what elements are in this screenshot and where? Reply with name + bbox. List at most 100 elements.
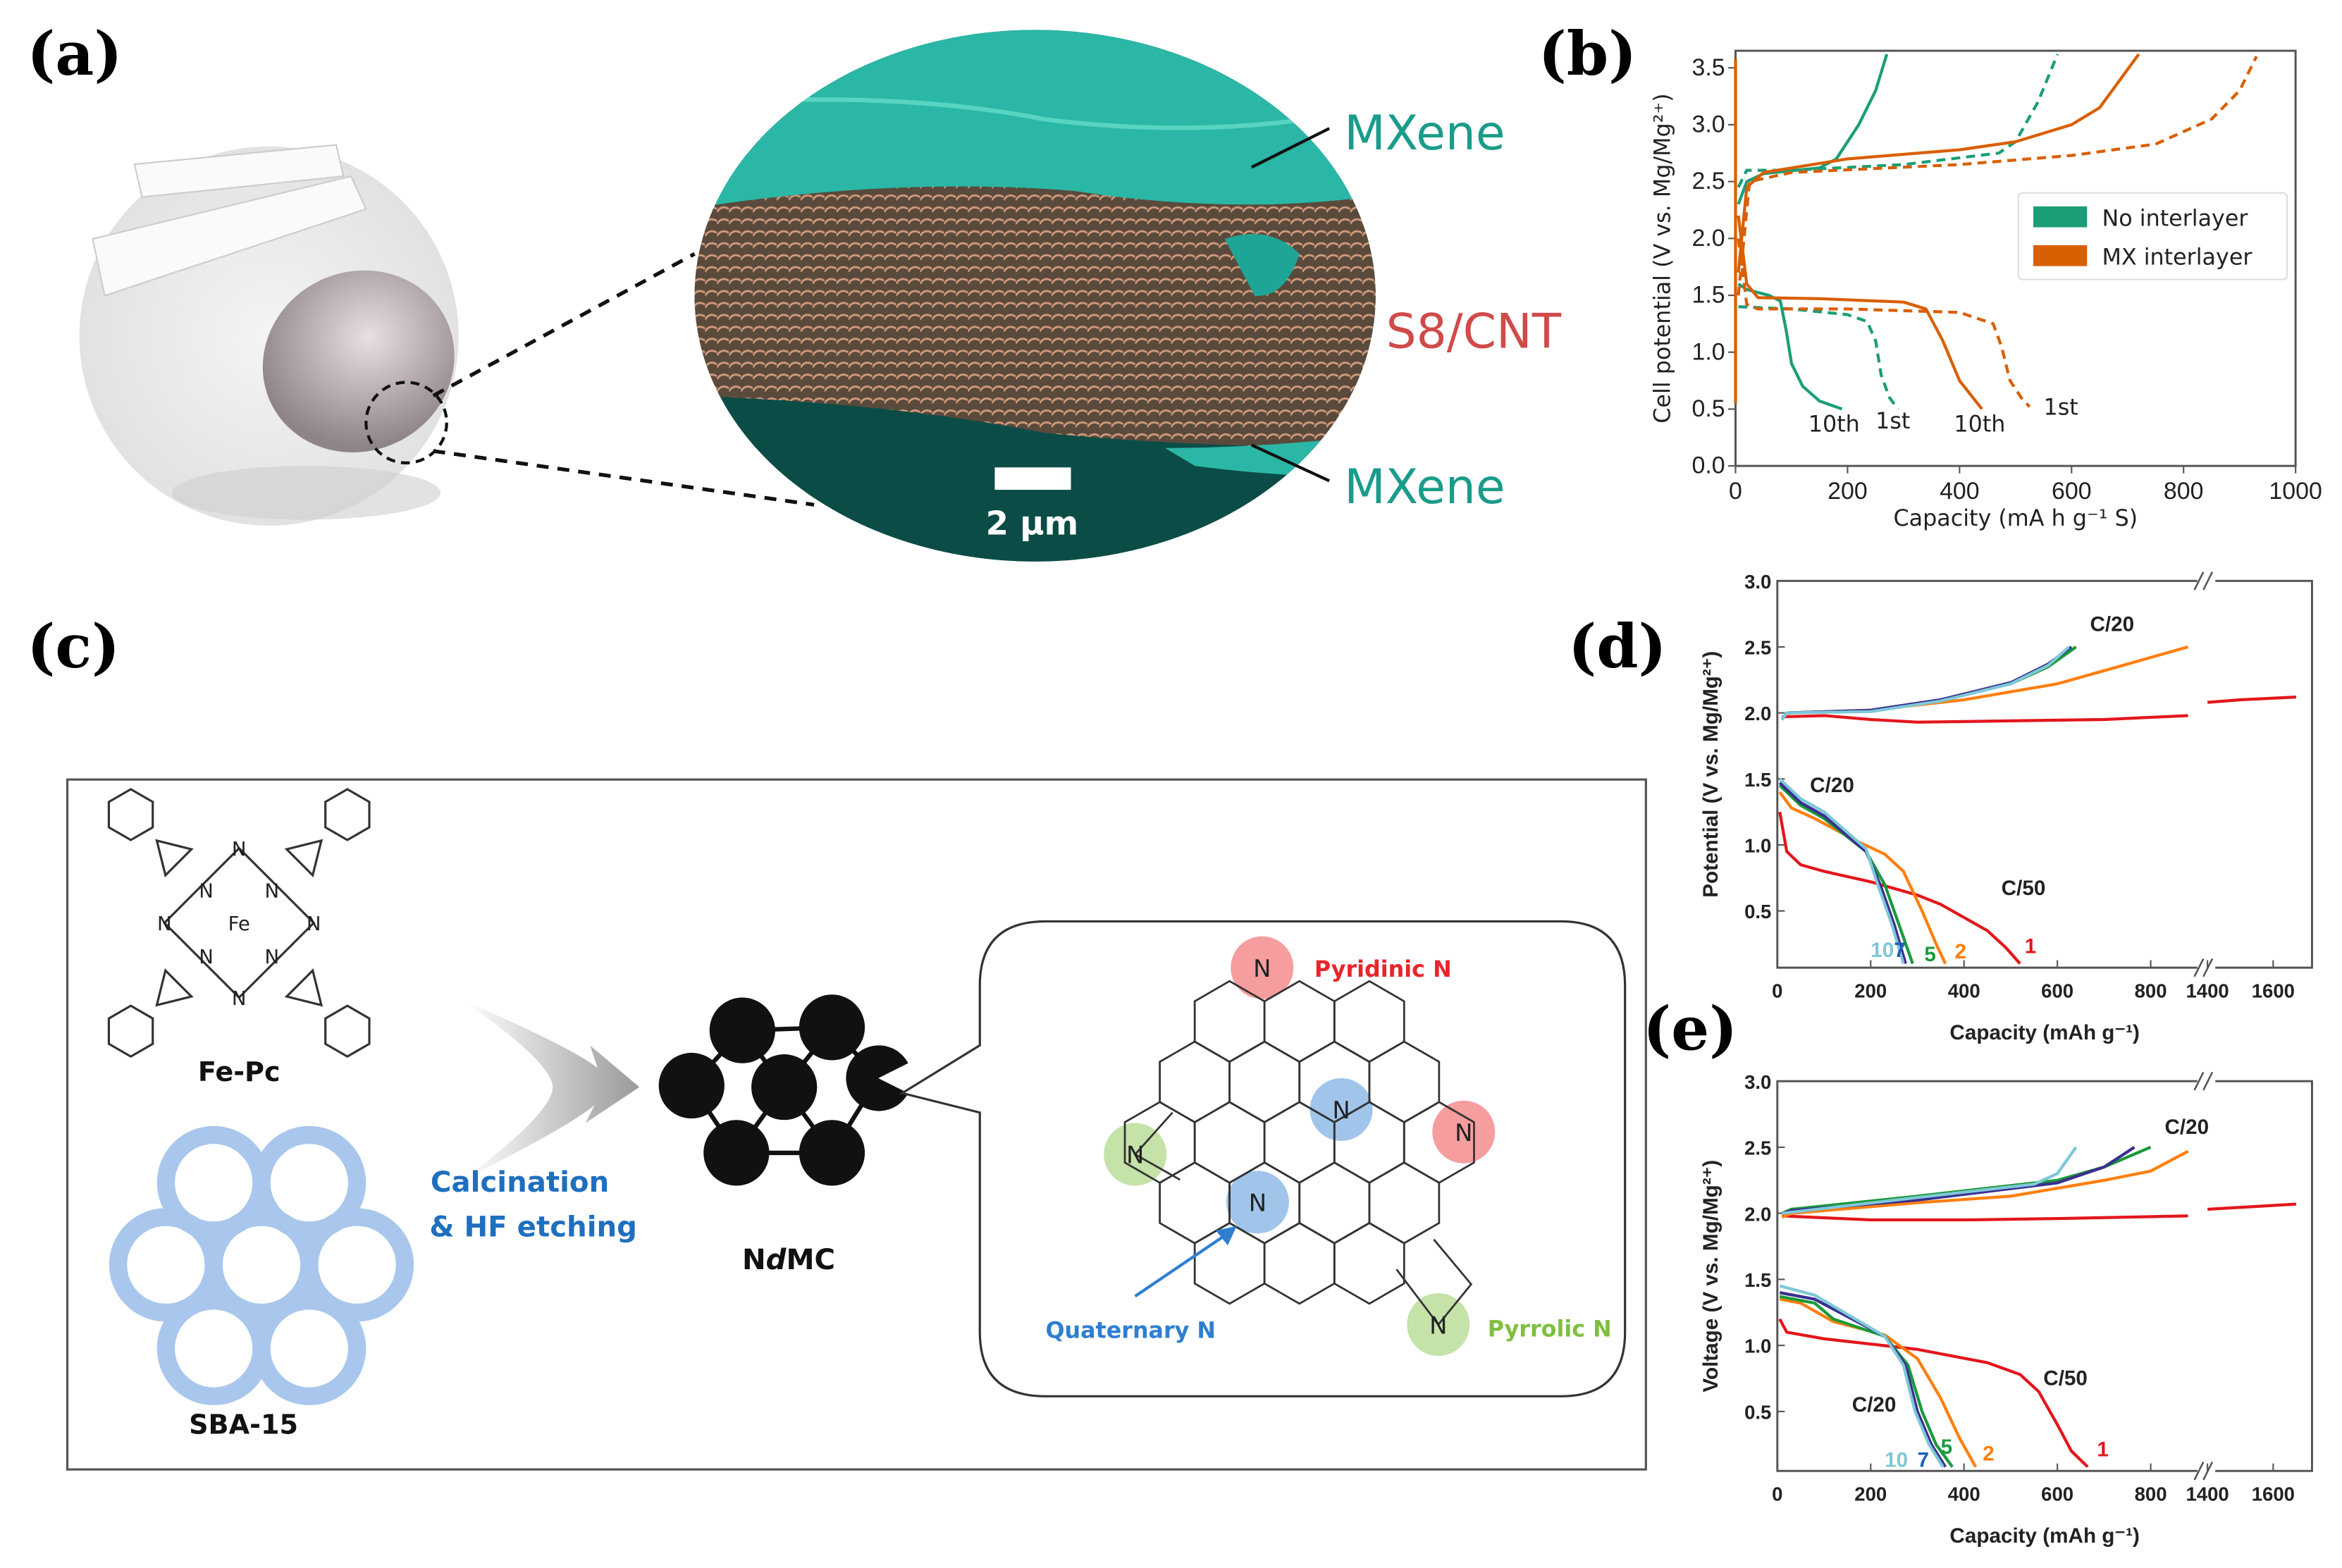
pyrrole-ring <box>1133 1111 1181 1181</box>
axis-break-gap <box>2197 963 2216 973</box>
panel-label-c: (c) <box>27 611 120 681</box>
pyrrole-ring <box>155 839 194 878</box>
sba-pore-ring <box>300 1208 414 1322</box>
axis-break-gap <box>2197 576 2216 586</box>
label-s8-cnt: S8/CNT <box>1386 304 1562 359</box>
atom-n-label: N <box>199 880 214 903</box>
carbon-sphere <box>709 997 775 1063</box>
series-line <box>1737 283 1843 411</box>
y-tick-label: 3.0 <box>1692 111 1725 138</box>
x-tick-label: 600 <box>2052 478 2092 505</box>
annotation-label: 1 <box>2097 1438 2109 1462</box>
series-line <box>1737 238 2031 408</box>
benzene-ring <box>324 788 371 841</box>
sem-cross-section-image <box>694 30 1376 562</box>
axis-break-mark <box>2193 1461 2205 1481</box>
benzene-ring <box>324 1004 371 1058</box>
panel-label-d: (d) <box>1568 611 1666 681</box>
label-pyridinic-n: Pyridinic N <box>1314 957 1452 982</box>
sba-pore-ring <box>252 1125 366 1240</box>
series-line <box>1781 1145 2152 1215</box>
annotation-label: C/20 <box>1852 1393 1897 1416</box>
y-tick-label: 2.0 <box>1744 703 1771 724</box>
y-axis-label: Potential (V vs. Mg/Mg²⁺) <box>1699 651 1722 898</box>
y-axis-label: Cell potential (V vs. Mg/Mg²⁺) <box>1650 93 1675 423</box>
annotation-label: 5 <box>1924 943 1936 966</box>
n-site-highlight <box>1432 1100 1496 1163</box>
sba15-pore-structure-icon <box>109 1125 414 1406</box>
series-line <box>1780 646 2077 721</box>
n-site-highlight <box>1226 1171 1289 1234</box>
annotation-label: 10th <box>1954 412 2005 438</box>
carbon-sphere <box>658 1052 725 1119</box>
y-tick-label: 0.5 <box>1692 395 1725 422</box>
annotation-label: C/50 <box>2043 1366 2088 1390</box>
series-line <box>1737 54 2059 188</box>
x-tick-label: 800 <box>2135 1483 2167 1505</box>
sba-pore-ring <box>252 1291 366 1406</box>
y-tick-label: 1.5 <box>1692 282 1725 309</box>
y-tick-label: 0.5 <box>1744 901 1771 922</box>
label-mxene-top: MXene <box>1344 105 1505 161</box>
atom-fe-label: Fe <box>228 913 250 935</box>
atom-n-label: N <box>157 913 172 935</box>
y-tick-label: 0.0 <box>1692 452 1725 479</box>
carbon-ring <box>1333 1221 1405 1305</box>
benzene-ring <box>107 1004 154 1058</box>
legend-swatch <box>2033 206 2088 228</box>
series-line <box>1737 54 1889 205</box>
atom-n-label: N <box>1429 1311 1447 1339</box>
label-pyrrolic-n: Pyrrolic N <box>1488 1317 1612 1342</box>
benzene-ring <box>107 788 154 841</box>
axis-break-gap <box>2197 1076 2216 1086</box>
axis-break-gap <box>2197 1466 2216 1476</box>
n-site-highlight <box>1231 936 1294 999</box>
y-tick-label: 2.5 <box>1744 637 1771 659</box>
label-quaternary-n: Quaternary N <box>1046 1319 1216 1344</box>
x-tick-label: 200 <box>1854 980 1887 1002</box>
x-tick-label: 0 <box>1729 478 1742 505</box>
y-tick-label: 3.0 <box>1744 1071 1771 1093</box>
annotation-label: 1 <box>2025 935 2037 958</box>
atom-n-label: N <box>199 946 214 968</box>
label-sba-15: SBA-15 <box>189 1409 298 1440</box>
axis-break-mark <box>2202 572 2214 591</box>
atom-n-label: N <box>265 880 280 903</box>
x-tick-label: 800 <box>2135 980 2167 1002</box>
x-axis-label: Capacity (mA h g⁻¹ S) <box>1894 506 2138 531</box>
mxene-foil-photo <box>262 270 455 452</box>
series-line <box>2207 696 2297 704</box>
carbon-sphere <box>799 1120 865 1186</box>
series-line <box>1782 714 2188 724</box>
n-site-highlight <box>1309 1078 1373 1141</box>
label-fe-pc: Fe-Pc <box>198 1056 281 1087</box>
ndmc-carbon-spheres-icon <box>658 994 908 1186</box>
series-line <box>1779 1297 1978 1468</box>
axis-break-mark <box>2193 1071 2205 1091</box>
annotation-label: 7 <box>1917 1449 1928 1472</box>
zoom-region-circle <box>364 381 448 465</box>
series-line <box>1738 305 1899 410</box>
atom-n-label: N <box>1126 1142 1144 1169</box>
y-tick-label: 1.5 <box>1744 1269 1771 1291</box>
y-tick-label: 1.5 <box>1744 769 1771 791</box>
series-line <box>1780 646 2073 721</box>
series-line <box>1780 645 2189 721</box>
series-line <box>1778 811 2021 965</box>
x-tick-label: 800 <box>2164 478 2204 505</box>
annotation-label: 1st <box>1875 409 1910 434</box>
x-tick-label: 1400 <box>2186 980 2229 1002</box>
x-tick-label: 600 <box>2041 980 2073 1002</box>
axis-break-mark <box>2202 1071 2214 1091</box>
y-tick-label: 2.5 <box>1692 168 1725 195</box>
label-hf-etching: & HF etching <box>429 1211 637 1244</box>
series-line <box>1778 1318 2089 1469</box>
x-axis-label: Capacity (mAh g⁻¹) <box>1949 1021 2139 1044</box>
series-line <box>1779 1291 1947 1468</box>
x-tick-label: 400 <box>1948 1483 1980 1505</box>
